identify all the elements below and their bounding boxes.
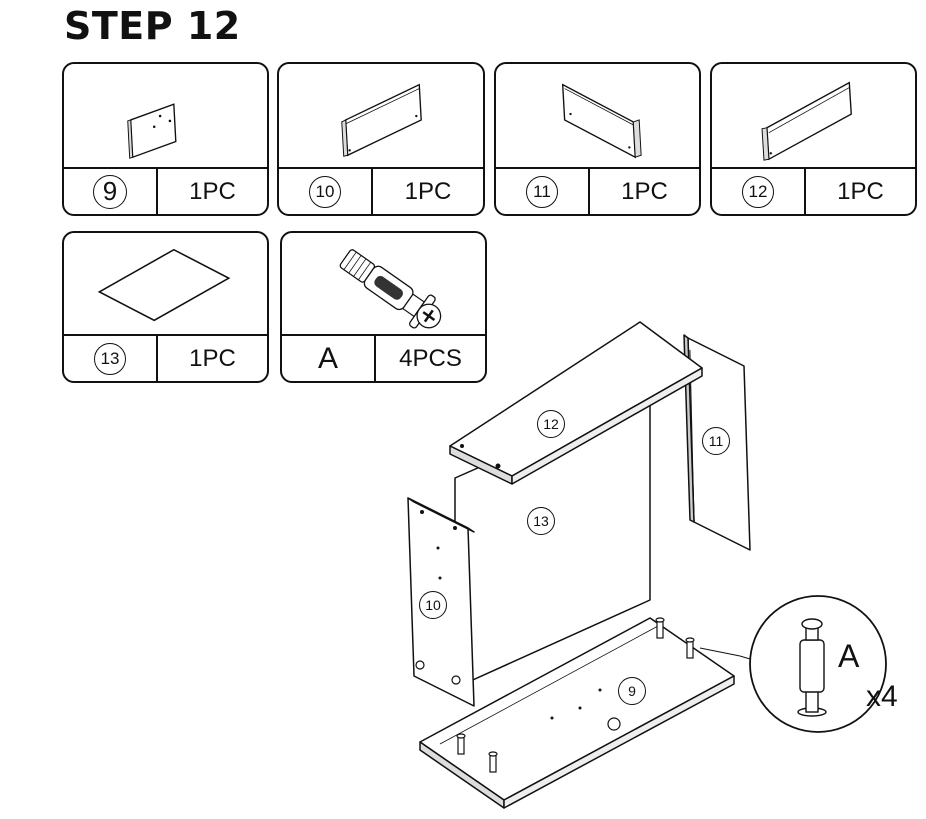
detail-letter: A bbox=[838, 638, 860, 674]
part-qty-9: 1PC bbox=[189, 177, 236, 205]
label-12: 12 bbox=[537, 410, 565, 438]
label-13: 13 bbox=[527, 507, 555, 535]
part-card-10: 10 1PC bbox=[277, 62, 485, 216]
part-card-12: 12 1PC bbox=[710, 62, 917, 216]
part-card-11: 11 1PC bbox=[494, 62, 701, 216]
part-card-13: 13 1PC bbox=[62, 231, 269, 383]
part-qty-11: 1PC bbox=[621, 177, 668, 205]
part-13-illustration bbox=[64, 233, 267, 339]
label-9: 9 bbox=[618, 677, 646, 705]
part-id-9: 9 bbox=[93, 174, 127, 209]
panel-12 bbox=[449, 321, 703, 477]
part-id-A: A bbox=[317, 341, 338, 375]
cam-bolt-illustration bbox=[282, 233, 485, 339]
label-10: 10 bbox=[419, 591, 447, 619]
part-12-illustration bbox=[712, 64, 915, 170]
part-11-illustration bbox=[496, 64, 699, 170]
part-9-illustration bbox=[64, 64, 267, 170]
part-10-illustration bbox=[279, 64, 483, 170]
part-qty-A: 4PCS bbox=[399, 344, 462, 372]
part-card-9: 9 1PC bbox=[62, 62, 269, 216]
panel-9 bbox=[419, 617, 735, 801]
detail-count: x4 bbox=[866, 680, 898, 713]
part-qty-10: 1PC bbox=[404, 177, 452, 205]
part-qty-13: 1PC bbox=[189, 344, 236, 372]
part-id-13: 13 bbox=[94, 342, 126, 375]
part-id-11: 11 bbox=[526, 175, 558, 208]
part-id-12: 12 bbox=[742, 175, 774, 208]
part-id-10: 10 bbox=[309, 175, 341, 208]
label-11: 11 bbox=[702, 427, 730, 455]
part-qty-12: 1PC bbox=[837, 177, 884, 205]
part-card-A: A 4PCS bbox=[280, 231, 487, 383]
step-title: STEP 12 bbox=[64, 4, 241, 48]
